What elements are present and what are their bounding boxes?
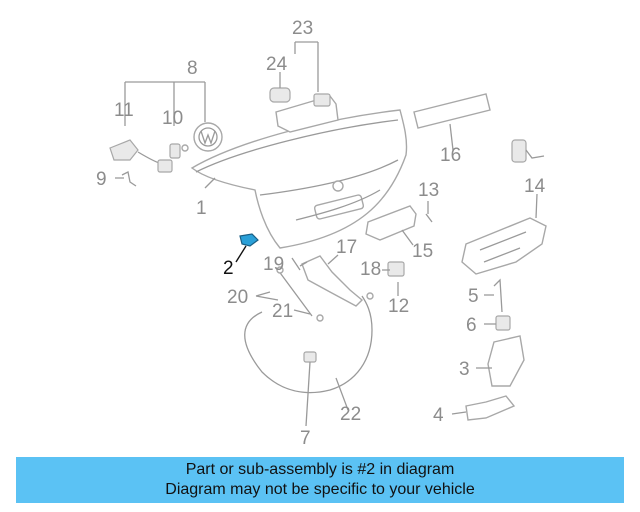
lock-actuator-part (461, 139, 547, 275)
callout-12: 12 (388, 296, 409, 317)
callout-10: 10 (162, 108, 183, 129)
callout-6: 6 (466, 315, 477, 336)
leader-lines (115, 41, 538, 427)
callout-2: 2 (223, 258, 234, 279)
latch-assembly (465, 278, 525, 421)
weatherstrip-part-22 (244, 295, 373, 394)
hinge-part-17 (276, 255, 364, 322)
callout-20: 20 (227, 287, 248, 308)
info-banner: Part or sub-assembly is #2 in diagram Di… (16, 457, 624, 503)
callout-13: 13 (418, 180, 439, 201)
callout-5: 5 (468, 286, 479, 307)
banner-line-1: Part or sub-assembly is #2 in diagram (185, 461, 455, 478)
callout-4: 4 (433, 405, 444, 426)
callout-17: 17 (336, 237, 357, 258)
callout-labels: 1 2 3 4 5 6 7 8 9 10 11 12 13 14 15 16 1… (96, 18, 546, 449)
callout-11: 11 (114, 100, 134, 121)
clip-part-10 (169, 143, 189, 159)
striker-part-12 (366, 261, 405, 300)
highlighted-part-2 (235, 233, 259, 263)
callout-23: 23 (292, 18, 313, 39)
emblem-part (193, 122, 223, 152)
callout-7: 7 (300, 428, 311, 449)
callout-19: 19 (263, 254, 284, 275)
light-housing-part (269, 87, 339, 133)
callout-24: 24 (266, 54, 288, 75)
banner-line-2: Diagram may not be specific to your vehi… (165, 481, 475, 498)
callout-21: 21 (272, 301, 293, 322)
callout-8: 8 (187, 58, 198, 79)
callout-18: 18 (360, 259, 381, 280)
callout-15: 15 (412, 241, 433, 262)
handle-part-15 (365, 205, 433, 241)
clip-part-7 (303, 351, 317, 363)
wire-part-9 (121, 171, 137, 187)
callout-3: 3 (459, 359, 470, 380)
trim-strip-part (413, 93, 491, 129)
callout-9: 9 (96, 169, 107, 190)
lock-cylinder-part (109, 139, 173, 173)
callout-16: 16 (440, 145, 461, 166)
callout-1: 1 (196, 198, 207, 219)
callout-14: 14 (524, 176, 546, 197)
trunk-lid (190, 109, 408, 249)
callout-22: 22 (340, 404, 361, 425)
